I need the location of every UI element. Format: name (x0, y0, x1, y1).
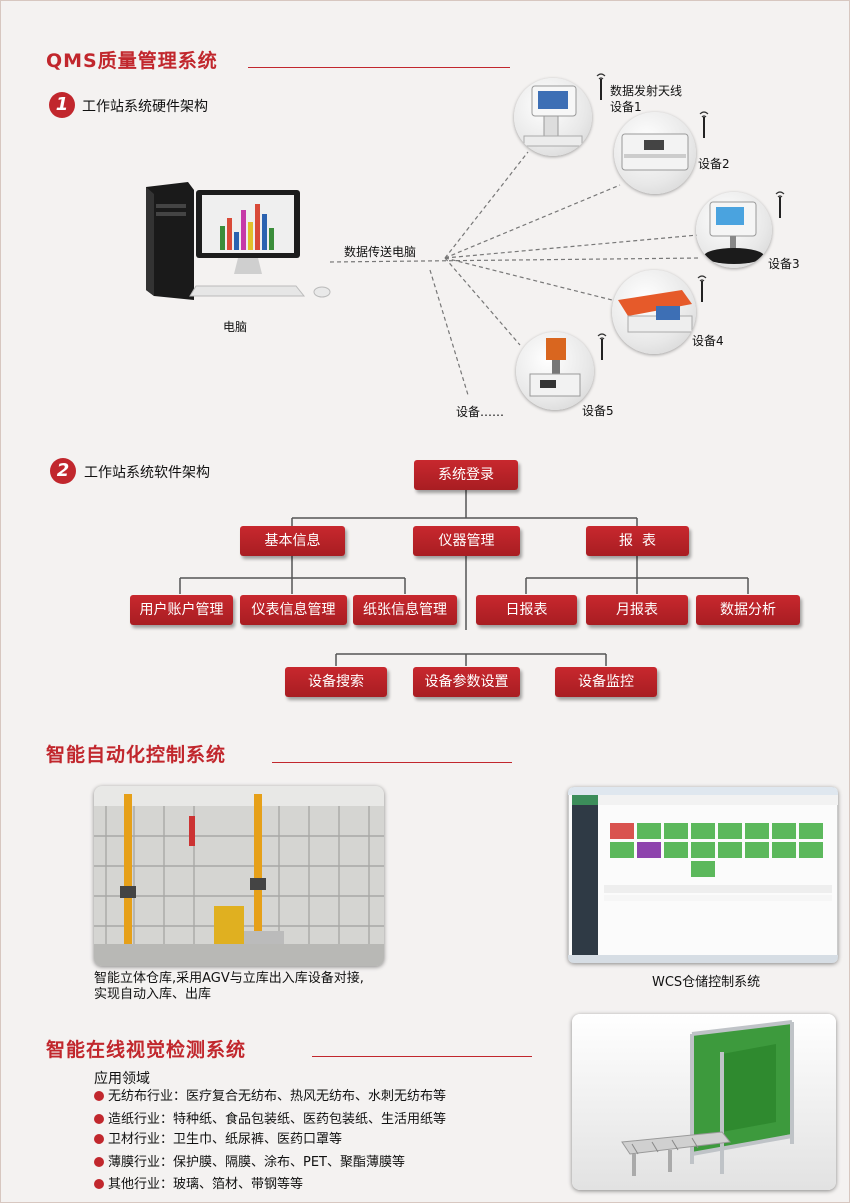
application-item-text: 卫材行业：卫生巾、纸尿裤、医药口罩等 (108, 1132, 343, 1147)
device-1-label: 设备1 (610, 100, 642, 114)
vision-system-render (572, 1014, 836, 1190)
device-4-label: 设备4 (692, 334, 724, 348)
tree-node-user-account: 用户账户管理 (130, 595, 233, 625)
device-3-image (696, 192, 772, 268)
bullet-dot-icon (94, 1134, 104, 1144)
qms-title-rule (248, 67, 510, 68)
application-item: 薄膜行业：保护膜、隔膜、涂布、PET、聚酯薄膜等 (94, 1154, 405, 1172)
application-heading: 应用领域 (94, 1071, 150, 1087)
tree-node-paper-info: 纸张信息管理 (353, 595, 457, 625)
application-item: 无纺布行业：医疗复合无纺布、热风无纺布、水刺无纺布等 (94, 1088, 446, 1106)
transfer-label: 数据传送电脑 (344, 245, 417, 259)
warehouse-caption-line2: 实现自动入库、出库 (94, 987, 212, 1002)
application-item: 其他行业：玻璃、箔材、带钢等等 (94, 1176, 303, 1194)
bullet-dot-icon (94, 1091, 104, 1101)
software-title: 工作站系统软件架构 (84, 465, 210, 481)
tree-node-data-analysis: 数据分析 (696, 595, 800, 625)
tree-node-device-params: 设备参数设置 (413, 667, 520, 697)
application-item-text: 无纺布行业：医疗复合无纺布、热风无纺布、水刺无纺布等 (108, 1089, 447, 1104)
device-2-label: 设备2 (698, 157, 730, 171)
automation-title-rule (272, 762, 512, 763)
application-item-text: 薄膜行业：保护膜、隔膜、涂布、PET、聚酯薄膜等 (108, 1155, 405, 1170)
antenna-icon (775, 191, 785, 218)
tree-node-daily-report: 日报表 (476, 595, 577, 625)
antenna-label: 数据发射天线 (610, 84, 683, 98)
tree-node-instrument: 仪器管理 (413, 526, 520, 556)
tree-node-monthly-report: 月报表 (586, 595, 688, 625)
device-3-label: 设备3 (768, 257, 800, 271)
tree-node-device-search: 设备搜索 (285, 667, 387, 697)
device-2-image (614, 112, 696, 194)
device-1-image (514, 78, 592, 156)
tree-connectors (179, 490, 749, 666)
wcs-caption: WCS仓储控制系统 (652, 975, 761, 990)
step-2-badge: 2 (50, 458, 76, 484)
computer-label: 电脑 (223, 320, 248, 334)
antenna-icon (596, 73, 606, 100)
bullet-dot-icon (94, 1157, 104, 1167)
bullet-dot-icon (94, 1179, 104, 1189)
antenna-icon (699, 111, 709, 138)
application-item-text: 其他行业：玻璃、箔材、带钢等等 (108, 1177, 304, 1192)
device-4-image (612, 270, 696, 354)
antenna-icon (597, 333, 607, 360)
warehouse-caption-line1: 智能立体仓库,采用AGV与立库出入库设备对接, (94, 971, 364, 986)
wcs-screenshot (568, 787, 838, 963)
device-more-label: 设备…… (456, 405, 505, 419)
step-1-badge: 1 (49, 92, 75, 118)
automation-section-title: 智能自动化控制系统 (46, 744, 227, 766)
qms-section-title: QMS质量管理系统 (46, 50, 218, 72)
warehouse-photo (94, 786, 384, 966)
bullet-dot-icon (94, 1114, 104, 1124)
device-5-label: 设备5 (582, 404, 614, 418)
computer-illustration (146, 182, 336, 302)
tree-node-report: 报 表 (586, 526, 689, 556)
antenna-icon (697, 275, 707, 302)
application-item: 卫材行业：卫生巾、纸尿裤、医药口罩等 (94, 1131, 342, 1149)
vision-title-rule (312, 1056, 532, 1057)
hardware-title: 工作站系统硬件架构 (82, 99, 208, 115)
tree-node-meter-info: 仪表信息管理 (240, 595, 347, 625)
application-item-text: 造纸行业：特种纸、食品包装纸、医药包装纸、生活用纸等 (108, 1112, 447, 1127)
device-5-image (516, 332, 594, 410)
tree-node-basic-info: 基本信息 (240, 526, 345, 556)
network-lines (329, 151, 701, 396)
tree-node-root: 系统登录 (414, 460, 518, 490)
application-item: 造纸行业：特种纸、食品包装纸、医药包装纸、生活用纸等 (94, 1111, 446, 1129)
tree-node-device-monitor: 设备监控 (555, 667, 657, 697)
vision-section-title: 智能在线视觉检测系统 (46, 1039, 247, 1061)
